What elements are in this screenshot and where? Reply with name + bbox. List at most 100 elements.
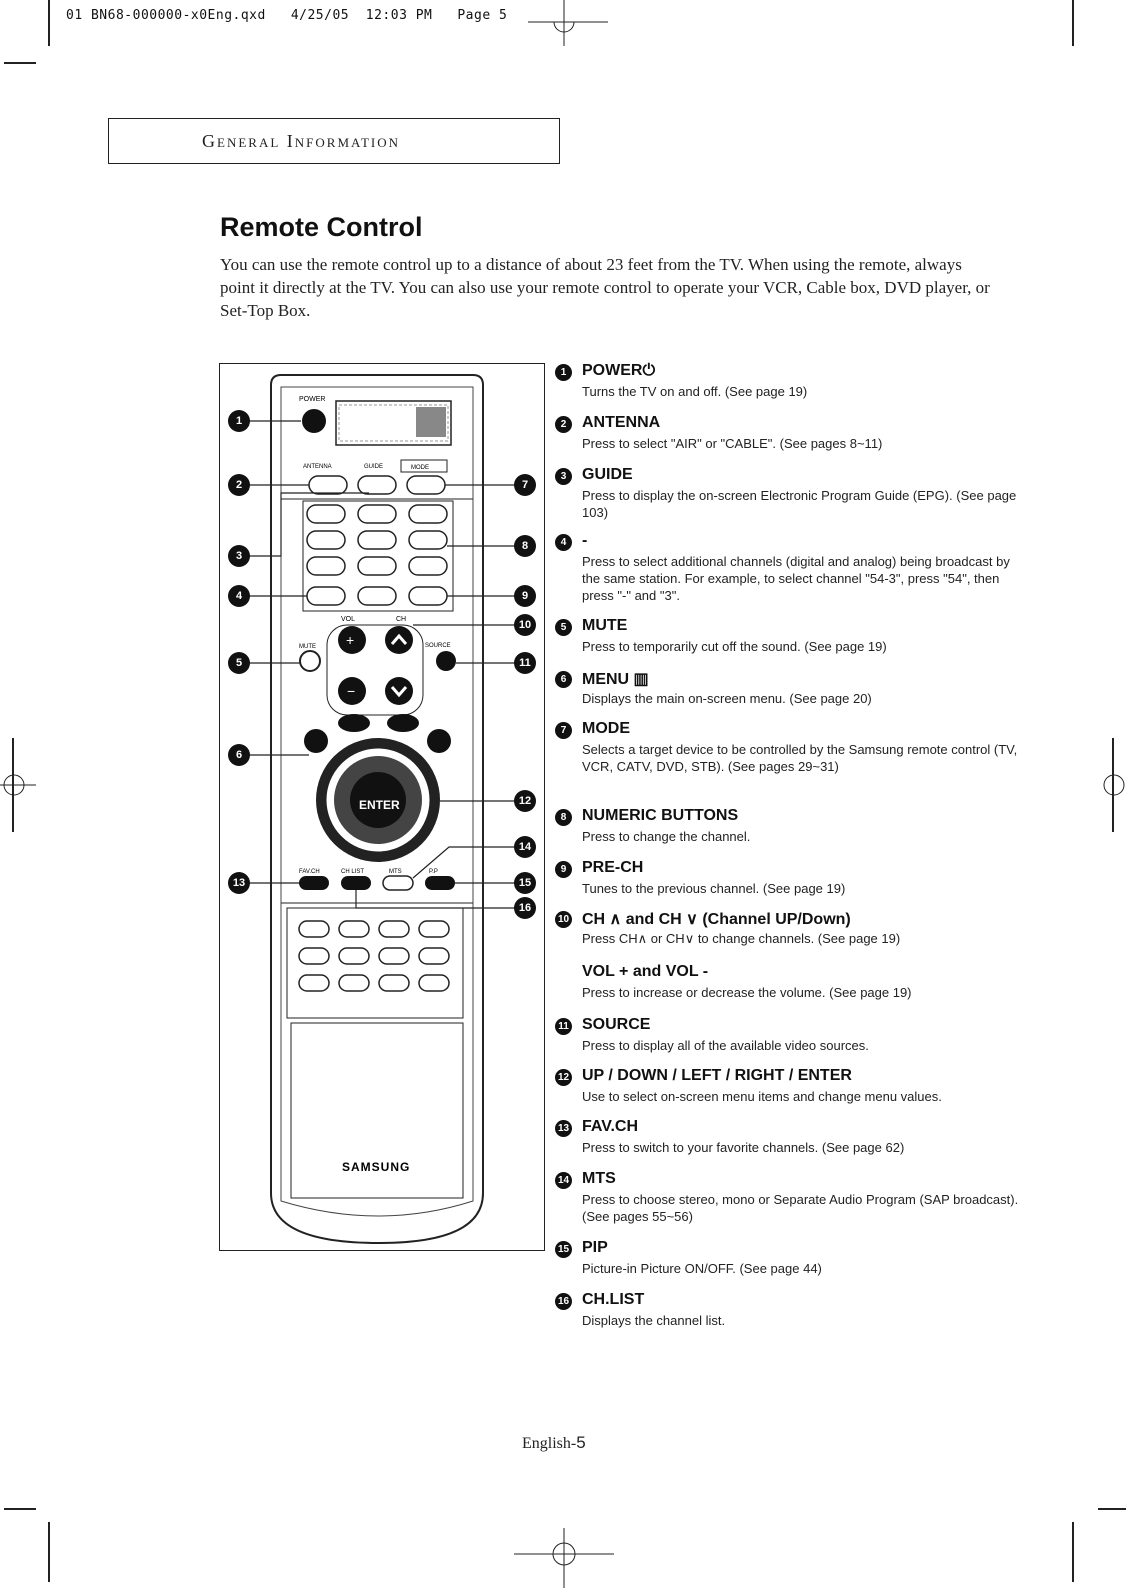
item-description: Press to temporarily cut off the sound. …	[582, 639, 887, 654]
item-description: Press to select "AIR" or "CABLE". (See p…	[582, 436, 883, 451]
item-number: 1	[555, 364, 572, 381]
crop-mark	[48, 1522, 50, 1582]
item-title: MTS	[582, 1170, 616, 1187]
vol-down-button	[338, 677, 366, 705]
callout-marker: 13	[228, 872, 250, 894]
callout-marker: 15	[514, 872, 536, 894]
callout-marker: 4	[228, 585, 250, 607]
source-label: SOURCE	[425, 643, 451, 649]
callout-marker: 6	[228, 744, 250, 766]
svg-text:−: −	[347, 683, 355, 699]
vol-label: VOL	[341, 616, 355, 623]
favch-button	[299, 876, 329, 890]
item-title: NUMERIC BUTTONS	[582, 807, 739, 824]
brand-logo: SAMSUNG	[342, 1160, 410, 1174]
item-number: 13	[555, 1120, 572, 1137]
item-number: 5	[555, 619, 572, 636]
item-title: POWER⏻	[582, 362, 656, 379]
item-number: 3	[555, 468, 572, 485]
item-title: GUIDE	[582, 466, 633, 483]
favch-label: FAV.CH	[299, 869, 320, 875]
vol-up-button	[338, 626, 366, 654]
item-number: 8	[555, 809, 572, 826]
item-description: Press CH∧ or CH∨ to change channels. (Se…	[582, 931, 901, 946]
mode-button	[406, 475, 446, 495]
registration-mark-top	[528, 0, 608, 46]
page-title: Remote Control	[220, 212, 423, 242]
item-description: Picture-in Picture ON/OFF. (See page 44)	[582, 1261, 822, 1276]
vcr-keypad	[298, 920, 450, 992]
item-description: Turns the TV on and off. (See page 19)	[582, 384, 808, 399]
source-button	[436, 651, 456, 671]
crop-mark	[48, 0, 50, 46]
callout-marker: 2	[228, 474, 250, 496]
menu-button	[304, 729, 328, 753]
mts-button	[382, 875, 414, 891]
item-title: SOURCE	[582, 1016, 651, 1033]
intro-paragraph: You can use the remote control up to a d…	[220, 255, 990, 320]
svg-text:+: +	[346, 632, 354, 648]
item-title: CH ∧ and CH ∨ (Channel UP/Down)	[582, 911, 851, 928]
enter-button	[350, 772, 406, 828]
callout-marker: 16	[514, 897, 536, 919]
item-number: 15	[555, 1241, 572, 1258]
item-description: Press to change the channel.	[582, 829, 751, 844]
item-number: 7	[555, 722, 572, 739]
registration-mark-bottom	[514, 1528, 614, 1588]
item-number: 6	[555, 671, 572, 688]
pip-label: P.P	[429, 869, 438, 875]
mode-label: MODE	[411, 465, 429, 471]
section-header-box	[108, 118, 560, 164]
item-description: Use to select on-screen menu items and c…	[582, 1089, 942, 1104]
item-description: Press to switch to your favorite channel…	[582, 1140, 905, 1155]
callout-marker: 9	[514, 585, 536, 607]
item-title: PIP	[582, 1239, 608, 1256]
remote-figure-frame	[219, 363, 545, 1251]
item-number: 12	[555, 1069, 572, 1086]
item-description: Press to display the on-screen Electroni…	[582, 488, 1017, 520]
item-title: UP / DOWN / LEFT / RIGHT / ENTER	[582, 1067, 852, 1084]
item-description: Press to choose stereo, mono or Separate…	[582, 1192, 1019, 1224]
item-title: ANTENNA	[582, 414, 661, 431]
exit-button	[427, 729, 451, 753]
page-number: English-5	[522, 1433, 586, 1453]
registration-mark-left	[0, 774, 36, 796]
remote-illustration: POWER ANTENNA GUIDE MODE VOL CH MUTE SOU…	[239, 374, 519, 1245]
item-number: 9	[555, 861, 572, 878]
power-label: POWER	[299, 396, 325, 403]
crop-mark	[1098, 1508, 1126, 1510]
item-description: Press to display all of the available vi…	[582, 1038, 869, 1053]
callout-leaders	[239, 420, 519, 909]
guide-label: GUIDE	[364, 464, 383, 470]
callout-marker: 5	[228, 652, 250, 674]
item-title: MODE	[582, 720, 630, 737]
section-title: General Information	[202, 131, 400, 151]
item-title: MUTE	[582, 617, 628, 634]
pip-button	[425, 876, 455, 890]
chlist-label: CH LIST	[341, 869, 364, 875]
mute-button	[299, 650, 321, 672]
crop-mark	[1072, 1522, 1074, 1582]
callout-marker: 11	[514, 652, 536, 674]
guide-button	[357, 475, 397, 495]
enter-label: ENTER	[359, 798, 400, 812]
registration-mark-right	[1103, 774, 1125, 796]
crop-mark	[4, 62, 36, 64]
item-number: 4	[555, 534, 572, 551]
item-number: 11	[555, 1018, 572, 1035]
page-language-label: English-	[522, 1435, 577, 1452]
ch-label: CH	[396, 616, 406, 623]
callout-marker: 7	[514, 474, 536, 496]
item-description: Press to increase or decrease the volume…	[582, 985, 912, 1000]
item-description: Press to select additional channels (dig…	[582, 554, 1010, 603]
ch-up-button	[385, 626, 413, 654]
item-title: FAV.CH	[582, 1118, 639, 1135]
item-description: Selects a target device to be controlled…	[582, 742, 1018, 774]
item-number: 2	[555, 416, 572, 433]
chlist-button	[341, 876, 371, 890]
item-number: 16	[555, 1293, 572, 1310]
item-description: Tunes to the previous channel. (See page…	[582, 881, 846, 896]
antenna-button	[308, 475, 348, 495]
item-number: 14	[555, 1172, 572, 1189]
callout-marker: 14	[514, 836, 536, 858]
